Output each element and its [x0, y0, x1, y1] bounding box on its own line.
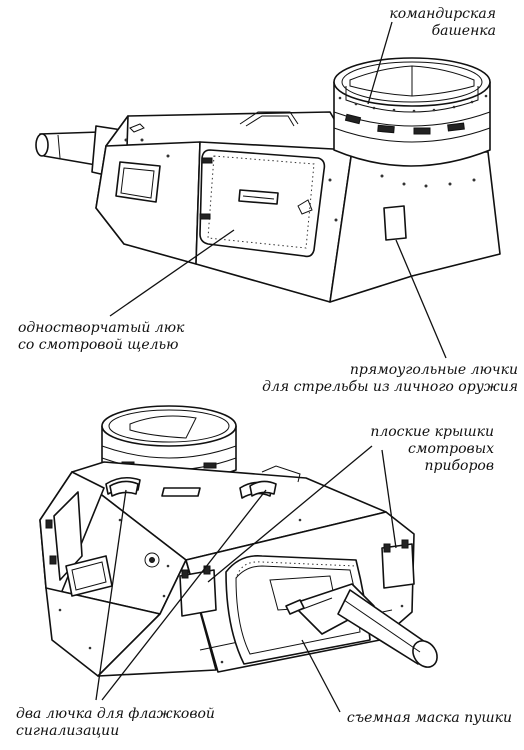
label-vision-covers-line3: приборов [424, 458, 494, 474]
pistol-port-top [383, 205, 407, 241]
label-commander-cupola-line2: башенка [431, 23, 496, 39]
label-pistol-ports-line1: прямоугольные лючки [349, 362, 518, 378]
main-gun-bottom [291, 583, 438, 668]
turret-rear-panel-top [329, 149, 501, 303]
commander-cupola-top [333, 57, 491, 167]
label-vision-covers: плоские крышки смотровых приборов [370, 424, 494, 475]
label-commander-cupola: командирская башенка [389, 6, 496, 40]
label-single-hatch: одностворчатый люк со смотровой щелью [18, 320, 184, 354]
label-single-hatch-line1: одностворчатый люк [18, 320, 185, 336]
turret-top-view [35, 21, 501, 359]
leader-mantlet [301, 639, 341, 713]
label-single-hatch-line2: со смотровой щелью [18, 337, 179, 353]
label-pistol-ports: прямоугольные лючки для стрельбы из личн… [262, 362, 518, 396]
turret-left-panel-top [95, 141, 201, 265]
side-hatch-bottom [53, 491, 83, 581]
label-signal-hatches: два лючка для флажковой сигнализации [16, 706, 215, 740]
label-vision-covers-line1: плоские крышки [370, 424, 494, 440]
leader-vision-cover-1 [207, 445, 373, 583]
label-commander-cupola-line1: командирская [389, 6, 496, 22]
label-pistol-ports-line2: для стрельбы из личного оружия [262, 379, 518, 395]
vision-slot-top [115, 161, 161, 203]
leader-signal-1 [95, 489, 127, 701]
turret-front-view [39, 405, 438, 713]
leader-signal-2 [101, 489, 267, 701]
leader-pistol-port [395, 239, 447, 359]
leader-cupola [367, 21, 393, 105]
signal-hatch-right [249, 480, 277, 497]
label-vision-covers-line2: смотровых [408, 441, 494, 457]
label-signal-hatches-line1: два лючка для флажковой [16, 706, 215, 722]
signal-hatch-left [109, 480, 139, 497]
label-gun-mantlet-line1: съемная маска пушки [346, 710, 512, 726]
label-signal-hatches-line2: сигнализации [16, 723, 120, 739]
leader-hatch [109, 229, 235, 317]
label-gun-mantlet: съемная маска пушки [347, 710, 512, 727]
commander-cupola-bottom [101, 405, 237, 483]
leader-vision-cover-2 [381, 449, 397, 549]
